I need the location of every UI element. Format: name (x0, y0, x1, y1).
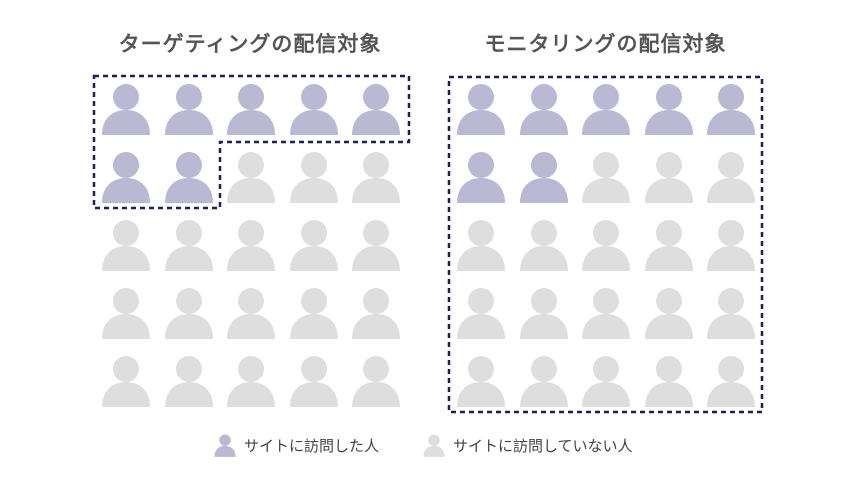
person-icon-visited (707, 84, 755, 135)
person-icon-not-visited (289, 356, 338, 407)
person-icon-not-visited (644, 356, 693, 407)
person-icon-visited (102, 84, 150, 135)
person-icon-visited (644, 84, 693, 135)
person-icon-not-visited (352, 152, 400, 203)
person-icon-not-visited (582, 288, 630, 339)
person-icon-not-visited (352, 288, 400, 339)
person-icon-not-visited (519, 220, 568, 271)
person-icon-visited (164, 84, 213, 135)
legend-not-visited: サイトに訪問していない人 (423, 432, 633, 458)
person-icon-not-visited (227, 152, 275, 203)
person-icon-not-visited (164, 288, 213, 339)
person-icon-not-visited (102, 220, 150, 271)
person-icon-visited (519, 84, 568, 135)
person-icon-not-visited (582, 152, 630, 203)
person-icon-not-visited (423, 434, 445, 457)
person-icon-not-visited (644, 220, 693, 271)
person-icon-not-visited (707, 152, 755, 203)
person-icon-not-visited (457, 356, 505, 407)
person-icon-not-visited (457, 220, 505, 271)
person-icon-not-visited (164, 356, 213, 407)
person-icon-not-visited (164, 220, 213, 271)
person-icon-not-visited (227, 220, 275, 271)
person-icon-visited (519, 152, 568, 203)
person-icon-not-visited (289, 152, 338, 203)
person-icon-not-visited (352, 356, 400, 407)
person-icon-visited (102, 152, 150, 203)
person-icon-not-visited (644, 288, 693, 339)
person-icon-not-visited (227, 288, 275, 339)
person-icon-not-visited (707, 220, 755, 271)
person-icon-visited (164, 152, 213, 203)
person-icon-visited (582, 84, 630, 135)
person-icon-not-visited (707, 288, 755, 339)
person-icon-not-visited (457, 288, 505, 339)
person-icon-not-visited (582, 220, 630, 271)
person-icon-visited (289, 84, 338, 135)
person-icon-visited (352, 84, 400, 135)
person-icon-visited (214, 434, 236, 457)
person-icon-not-visited (289, 220, 338, 271)
person-icon-visited (457, 152, 505, 203)
person-icon-not-visited (227, 356, 275, 407)
person-icon-not-visited (102, 288, 150, 339)
person-icon-not-visited (289, 288, 338, 339)
person-icon-not-visited (519, 288, 568, 339)
legend-visited: サイトに訪問した人 (214, 432, 379, 458)
person-icon-not-visited (519, 356, 568, 407)
monitoring-panel-title: モニタリングの配信対象 (484, 32, 727, 56)
person-icon-not-visited (644, 152, 693, 203)
person-icon-not-visited (102, 356, 150, 407)
legend-visited-label: サイトに訪問した人 (244, 436, 380, 455)
person-icon-not-visited (352, 220, 400, 271)
legend-not-visited-label: サイトに訪問していない人 (453, 436, 633, 455)
person-icon-visited (457, 84, 505, 135)
person-icon-not-visited (707, 356, 755, 407)
person-icon-not-visited (582, 356, 630, 407)
targeting-panel-title: ターゲティングの配信対象 (118, 32, 382, 56)
person-icon-visited (227, 84, 275, 135)
